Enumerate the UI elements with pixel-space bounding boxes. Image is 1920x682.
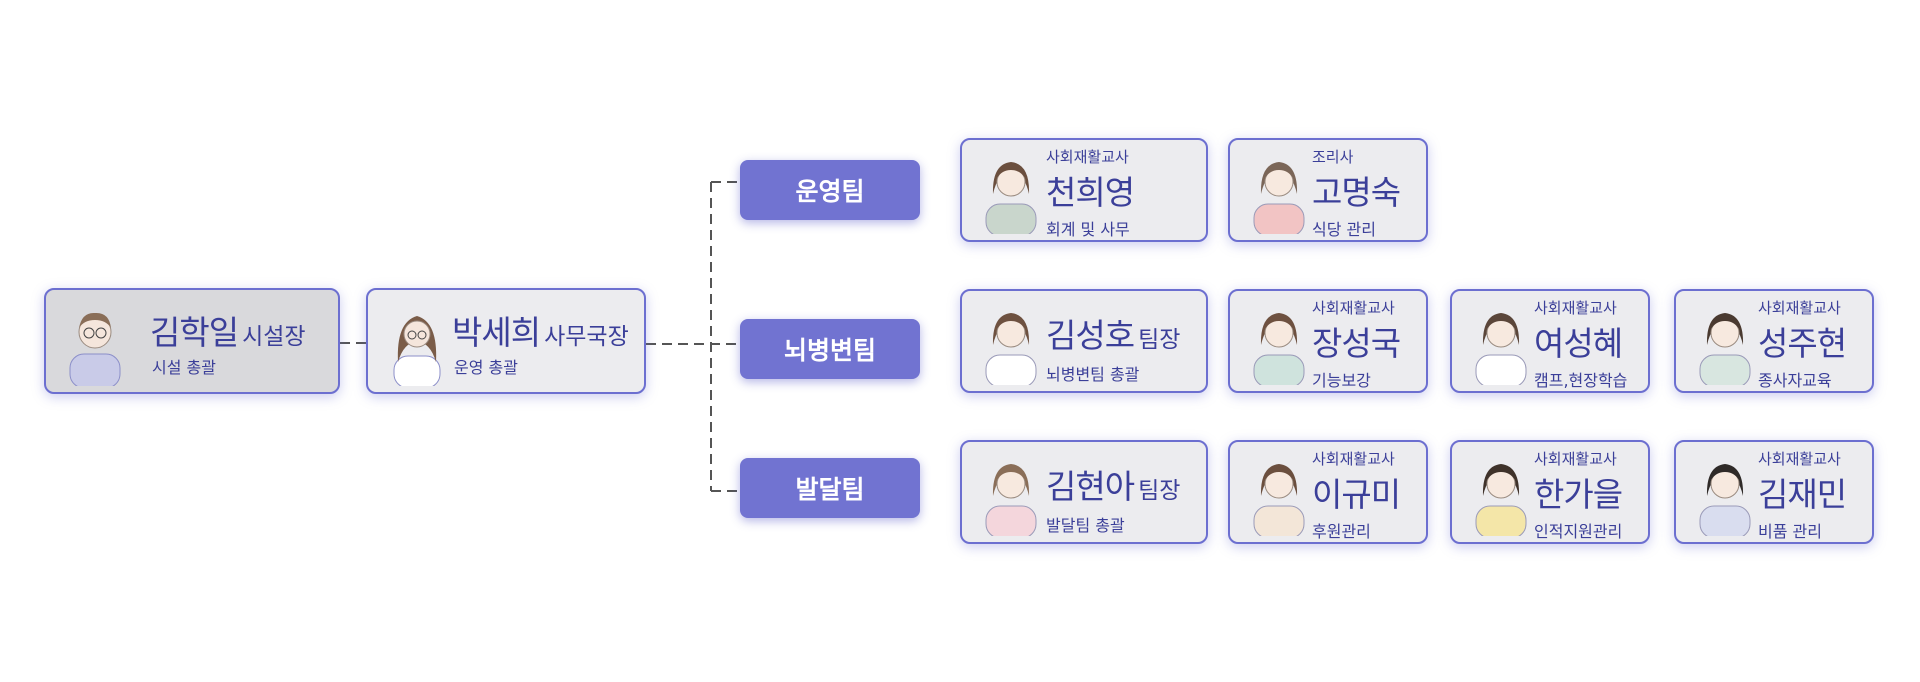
member-desc: 기능보강	[1312, 371, 1371, 390]
member-name: 장성국	[1312, 324, 1401, 363]
person-avatar-icon	[985, 162, 1037, 234]
member-role: 사회재활교사	[1758, 299, 1841, 317]
person-avatar-icon	[1475, 313, 1527, 385]
team-label-development[interactable]: 발달팀	[740, 458, 920, 518]
member-name: 성주현	[1758, 324, 1847, 363]
secretary-desc: 운영 총괄	[454, 358, 518, 377]
director-title: 시설장	[242, 324, 306, 350]
member-name-line: 성주현	[1758, 317, 1850, 365]
member-role: 사회재활교사	[1758, 450, 1841, 468]
member-name-line: 고명숙	[1312, 166, 1404, 214]
member-desc: 발달팀 총괄	[1046, 516, 1125, 535]
person-avatar-icon	[1253, 313, 1305, 385]
team-label-cerebral[interactable]: 뇌병변팀	[740, 319, 920, 379]
member-name: 김현아	[1046, 467, 1135, 506]
member-name-line: 김재민	[1758, 468, 1850, 516]
member-name-line: 이규미	[1312, 468, 1404, 516]
member-title: 팀장	[1138, 478, 1181, 504]
member-name: 고명숙	[1312, 173, 1401, 212]
member-name: 이규미	[1312, 475, 1401, 514]
person-avatar-icon	[985, 464, 1037, 536]
member-desc: 종사자교육	[1758, 371, 1832, 390]
woman-long-hair-avatar-icon	[393, 316, 441, 386]
member-name-line: 장성국	[1312, 317, 1404, 365]
person-avatar-icon	[1253, 162, 1305, 234]
member-name: 김재민	[1758, 475, 1847, 514]
member-name: 천희영	[1046, 173, 1135, 212]
man-glasses-avatar-icon	[69, 312, 121, 386]
person-avatar-icon	[1699, 464, 1751, 536]
secretary-name: 박세희	[452, 313, 541, 352]
member-desc: 회계 및 사무	[1046, 220, 1130, 239]
member-role: 조리사	[1312, 148, 1354, 166]
member-role: 사회재활교사	[1534, 299, 1617, 317]
member-desc: 식당 관리	[1312, 220, 1376, 239]
member-role: 사회재활교사	[1312, 299, 1395, 317]
team-label-operations[interactable]: 운영팀	[740, 160, 920, 220]
member-desc: 비품 관리	[1758, 522, 1822, 541]
secretary-title: 사무국장	[544, 324, 629, 350]
person-avatar-icon	[985, 313, 1037, 385]
member-role: 사회재활교사	[1312, 450, 1395, 468]
person-avatar-icon	[1699, 313, 1751, 385]
person-avatar-icon	[1253, 464, 1305, 536]
member-desc: 인적지원관리	[1534, 522, 1623, 541]
member-name-line: 여성혜	[1534, 317, 1626, 365]
member-desc: 후원관리	[1312, 522, 1371, 541]
person-avatar-icon	[1475, 464, 1527, 536]
member-role: 사회재활교사	[1534, 450, 1617, 468]
director-desc: 시설 총괄	[152, 358, 216, 377]
member-title: 팀장	[1138, 327, 1181, 353]
member-role: 사회재활교사	[1046, 148, 1129, 166]
member-name: 여성혜	[1534, 324, 1623, 363]
member-name-line: 한가을	[1534, 468, 1626, 516]
member-desc: 뇌병변팀 총괄	[1046, 365, 1140, 384]
member-name: 김성호	[1046, 316, 1135, 355]
director-name: 김학일	[150, 313, 239, 352]
member-name: 한가을	[1534, 475, 1623, 514]
member-name-line: 천희영	[1046, 166, 1138, 214]
member-desc: 캠프,현장학습	[1534, 371, 1628, 390]
